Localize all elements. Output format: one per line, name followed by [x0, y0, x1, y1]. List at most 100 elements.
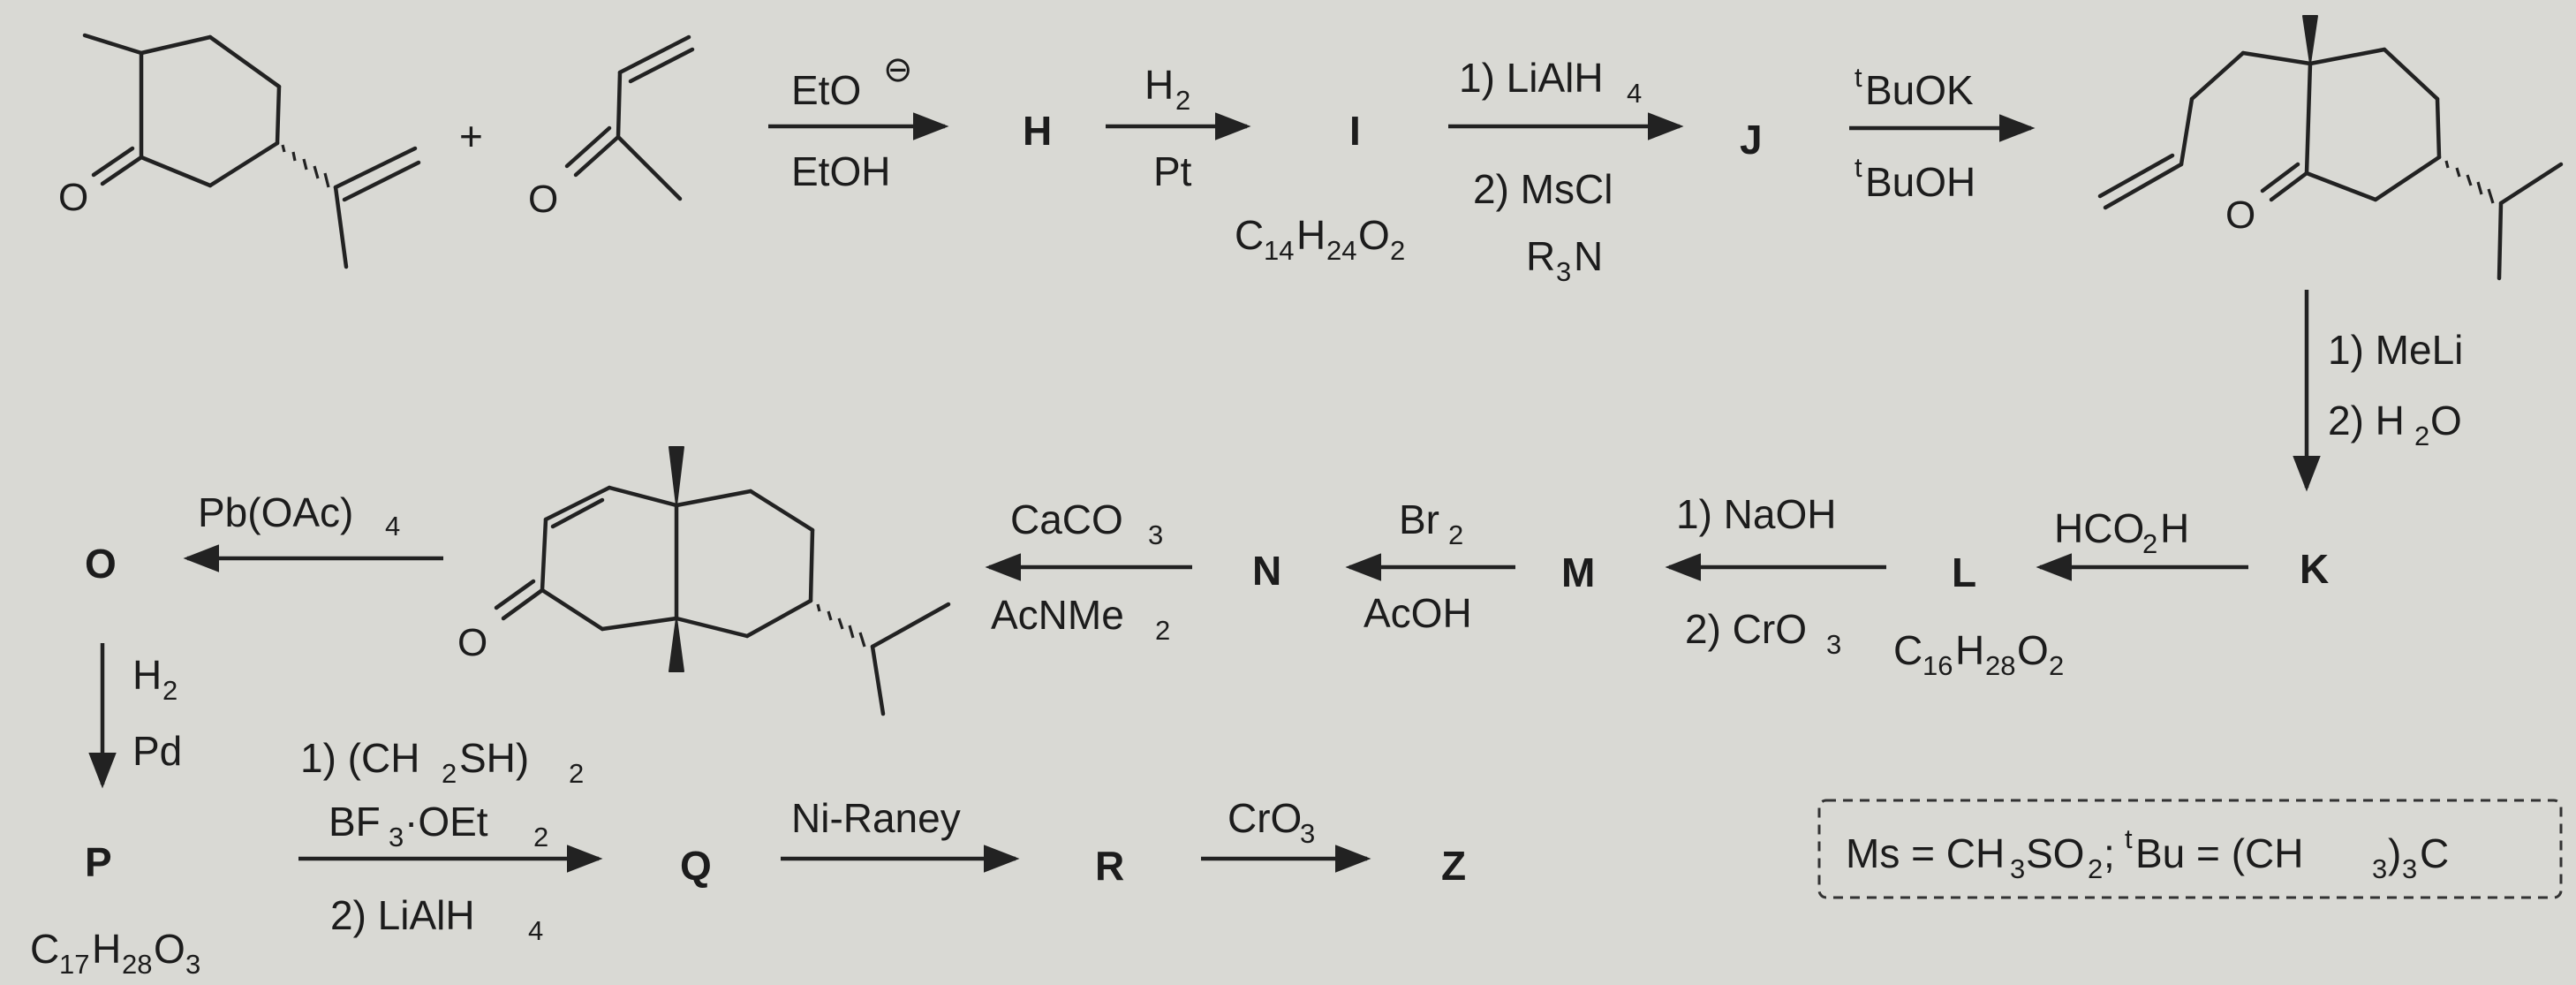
- svg-text:16: 16: [1923, 650, 1953, 681]
- compound-Q: Q: [680, 843, 712, 889]
- step4-conditions: t BuOK t BuOH: [1849, 62, 2036, 205]
- hashed-bond: [816, 603, 866, 648]
- step6-reagent: HCO: [2054, 505, 2144, 551]
- step2-reagent-bottom: Pt: [1153, 148, 1192, 194]
- step10-conditions: Pb(OAc) 4: [183, 489, 443, 572]
- svg-text:3: 3: [2372, 853, 2387, 884]
- svg-text:2: 2: [569, 758, 584, 789]
- formula-I: C 14 H 24 O 2: [1235, 212, 1405, 266]
- wedge-bond: [669, 446, 684, 506]
- step3-reagent-1: 1) LiAlH: [1459, 55, 1604, 101]
- step7-reagent-2: 2) CrO: [1685, 606, 1807, 652]
- step3-reagent-2: 2) MsCl: [1473, 166, 1613, 212]
- svg-text:24: 24: [1326, 235, 1356, 266]
- step1-charge: ⊖: [883, 50, 913, 89]
- step14-conditions: CrO 3: [1201, 795, 1371, 873]
- compound-P: P: [85, 839, 112, 885]
- svg-text:H: H: [2160, 505, 2189, 551]
- svg-text:17: 17: [59, 949, 89, 980]
- svg-text:28: 28: [1985, 650, 2015, 681]
- svg-text:4: 4: [385, 511, 400, 542]
- step11-conditions: H 2 Pd: [88, 643, 182, 789]
- bicyclic-enone-structure: O: [457, 446, 951, 716]
- svg-text:2: 2: [2049, 650, 2064, 681]
- compound-O: O: [85, 541, 117, 587]
- hashed-bond: [2444, 160, 2495, 204]
- step8-conditions: Br 2 AcOH: [1345, 496, 1515, 636]
- compound-I: I: [1349, 108, 1361, 154]
- step1-conditions: EtO ⊖ EtOH: [768, 50, 949, 194]
- svg-text:3: 3: [1300, 818, 1315, 849]
- step2-reagent-top: H: [1144, 62, 1174, 108]
- svg-text:28: 28: [122, 949, 152, 980]
- step11-reagent-top: H: [132, 652, 162, 698]
- step12-reagent-3: 2) LiAlH: [330, 892, 475, 938]
- step13-conditions: Ni-Raney: [781, 795, 1020, 873]
- compound-R: R: [1095, 843, 1124, 889]
- step11-reagent-bottom: Pd: [132, 728, 182, 774]
- plus-sign: +: [459, 113, 483, 159]
- svg-text:SO: SO: [2026, 830, 2084, 876]
- svg-text:14: 14: [1264, 235, 1294, 266]
- svg-text:H: H: [1296, 212, 1326, 258]
- svg-text:2: 2: [1155, 615, 1170, 646]
- svg-text:2: 2: [2088, 853, 2103, 884]
- svg-text:N: N: [1574, 233, 1603, 279]
- step5-reagent-2: 2) H: [2328, 398, 2405, 443]
- step13-reagent: Ni-Raney: [791, 795, 961, 841]
- svg-text:4: 4: [528, 915, 543, 946]
- svg-text:C: C: [1235, 212, 1264, 258]
- svg-text:·OEt: ·OEt: [404, 799, 488, 845]
- svg-text:C: C: [30, 926, 59, 972]
- carbonyl-oxygen: O: [528, 178, 558, 221]
- compound-Z: Z: [1441, 843, 1466, 889]
- svg-text:H: H: [92, 926, 121, 972]
- step3-conditions: 1) LiAlH 4 2) MsCl R 3 N: [1448, 55, 1684, 287]
- compound-L: L: [1952, 549, 1976, 595]
- svg-text:2: 2: [442, 758, 457, 789]
- svg-text:t: t: [2125, 823, 2133, 854]
- legend-dashed-box: [1817, 799, 2563, 899]
- svg-text:3: 3: [2010, 853, 2025, 884]
- legend-ms: Ms = CH: [1846, 830, 2005, 876]
- step5-reagent-1: 1) MeLi: [2328, 327, 2463, 373]
- svg-text:2: 2: [1448, 519, 1463, 550]
- alkylated-ketone-structure: O: [2097, 15, 2564, 281]
- step1-reagent-top: EtO: [791, 67, 861, 113]
- svg-text:t: t: [1855, 62, 1862, 93]
- svg-text:O: O: [154, 926, 185, 972]
- compound-K: K: [2300, 546, 2329, 592]
- svg-text:t: t: [1855, 152, 1862, 183]
- compound-M: M: [1561, 549, 1595, 595]
- step9-reagent-top: CaCO: [1010, 496, 1123, 542]
- step12-reagent-1: 1) (CH: [300, 735, 419, 781]
- step9-reagent-bottom: AcNMe: [991, 592, 1124, 638]
- carbonyl-oxygen: O: [2225, 193, 2255, 237]
- svg-text:O: O: [1358, 212, 1390, 258]
- step5-conditions: 1) MeLi 2) H 2 O: [2293, 290, 2463, 492]
- svg-text:): ): [2388, 830, 2401, 876]
- step3-reagent-3: R: [1526, 233, 1555, 279]
- step4-reagent-bottom: BuOH: [1865, 159, 1975, 205]
- svg-text:SH): SH): [459, 735, 529, 781]
- svg-text:C: C: [1893, 627, 1923, 673]
- methyl-vinyl-ketone-structure: O: [528, 34, 695, 221]
- step6-conditions: HCO 2 H: [2036, 505, 2248, 581]
- step12-conditions: 1) (CH 2 SH) 2 BF 3 ·OEt 2 2) LiAlH 4: [298, 735, 603, 946]
- step7-reagent-1: 1) NaOH: [1676, 491, 1836, 537]
- svg-text:C: C: [2420, 830, 2449, 876]
- step4-reagent-top: BuOK: [1865, 67, 1974, 113]
- step8-reagent-bottom: AcOH: [1364, 590, 1472, 636]
- svg-text:O: O: [2430, 398, 2462, 443]
- abbreviation-legend: Ms = CH 3 SO 2 ; t Bu = (CH 3 ) 3 C: [1817, 799, 2563, 899]
- step1-reagent-bottom: EtOH: [791, 148, 890, 194]
- step8-reagent-top: Br: [1399, 496, 1439, 542]
- carbonyl-oxygen: O: [457, 621, 487, 664]
- legend-tbu: Bu = (CH: [2135, 830, 2303, 876]
- svg-text:3: 3: [389, 822, 404, 852]
- wedge-bond: [669, 618, 684, 672]
- svg-text:2: 2: [2142, 528, 2157, 559]
- svg-text:3: 3: [1148, 519, 1163, 550]
- svg-text:2: 2: [533, 822, 548, 852]
